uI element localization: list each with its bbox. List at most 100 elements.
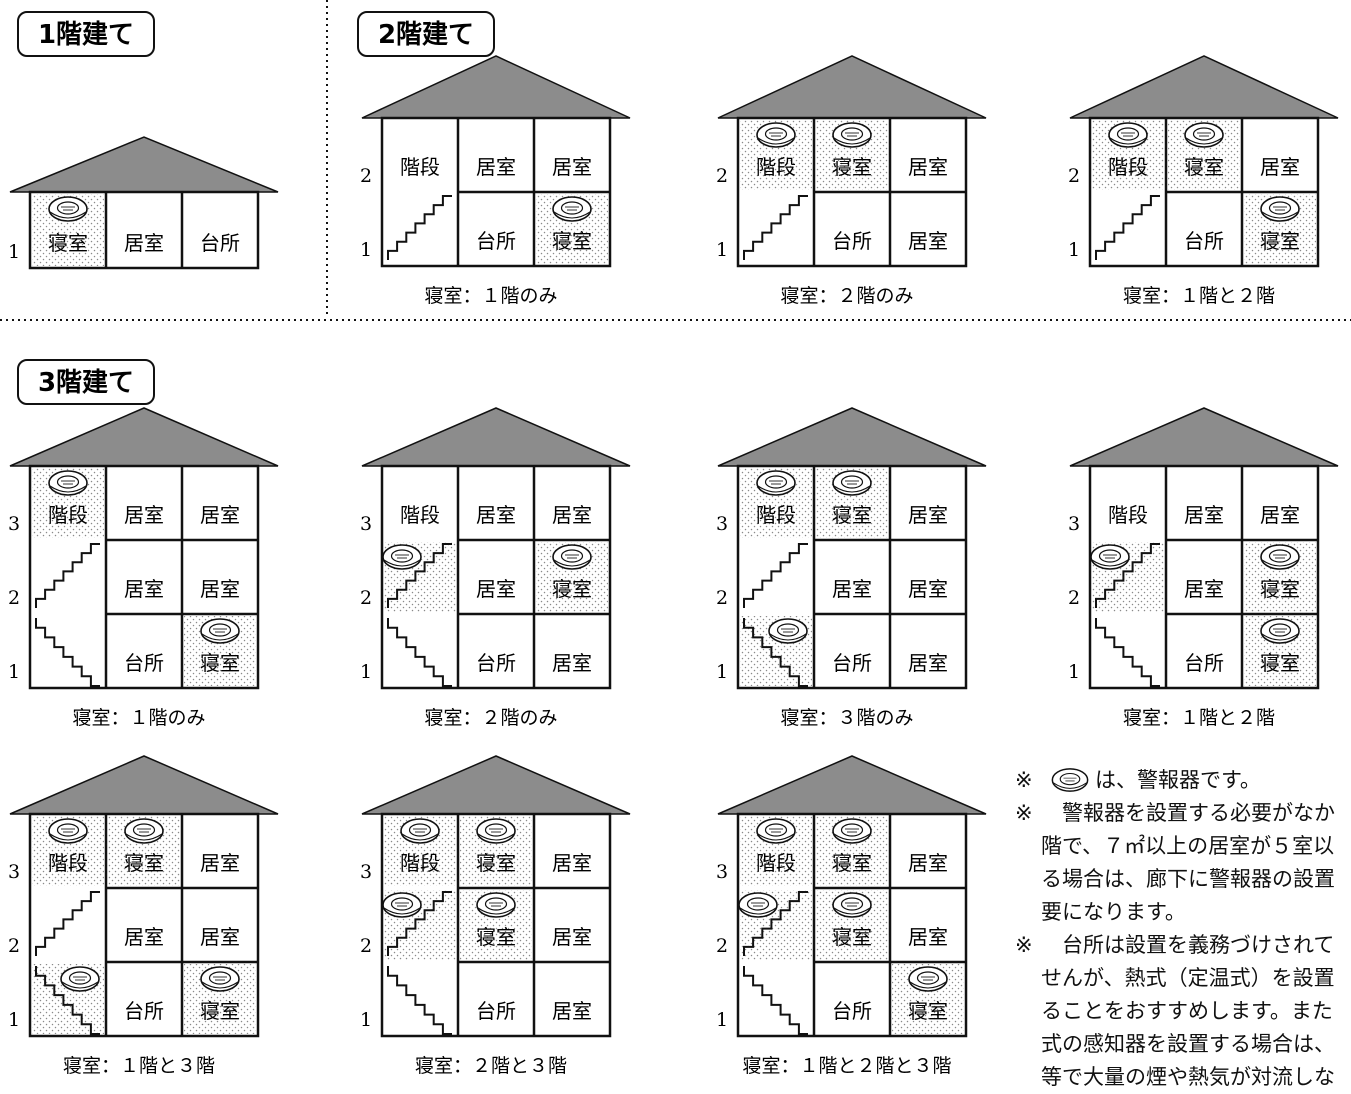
floor-number: 3 [716,861,728,883]
staircase-icon [387,543,452,608]
room-label-living: 居室 [124,503,164,527]
house-2f-c: 階段寝室居室台所寝室21寝室：１階と２階 [1068,55,1339,307]
room-label-kitchen: 台所 [1184,229,1224,253]
floor-number: 3 [1068,513,1080,535]
staircase-icon [387,966,452,1035]
note2-line2: 階で、７㎡以上の居室が５室以 [1041,834,1335,858]
smoke-alarm-icon [1108,122,1148,148]
room-label-bedroom: 寝室 [476,851,516,875]
caption: 寝室：１階のみ [72,707,205,729]
room-label-living: 居室 [908,851,948,875]
floor-number: 3 [360,861,372,883]
caption: 寝室：１階と２階と３階 [742,1055,951,1077]
smoke-alarm-icon [756,470,796,496]
room-label-stairs: 階段 [400,851,440,875]
smoke-alarm-icon [200,618,240,644]
smoke-alarm-icon [832,470,872,496]
smoke-alarm-icon [1090,544,1130,570]
room-label-stairs: 階段 [756,851,796,875]
room-label-bedroom: 寝室 [124,851,164,875]
staircase-icon [743,966,808,1035]
room-label-living: 居室 [476,155,516,179]
room-label-living: 居室 [908,503,948,527]
room-label-kitchen: 台所 [832,999,872,1023]
caption: 寝室：１階のみ [424,285,557,307]
section-label-one-story: 1階建て [17,11,155,57]
room-label-bedroom: 寝室 [552,229,592,253]
room-label-living: 居室 [908,577,948,601]
staircase-icon [387,891,452,956]
room-label-bedroom: 寝室 [200,999,240,1023]
house-3f-c: 階段寝室居室居室居室台所居室321寝室：３階のみ [716,407,987,729]
floor-number: 1 [360,1009,372,1031]
smoke-alarm-icon [200,966,240,992]
room-label-bedroom: 寝室 [832,851,872,875]
smoke-alarm-icon [908,966,948,992]
floor-number: 2 [1068,587,1080,609]
smoke-alarm-icon [756,122,796,148]
smoke-alarm-icon [48,196,88,222]
floor-number: 3 [8,513,20,535]
staircase-icon [35,966,100,1035]
floor-number: 2 [716,165,728,187]
floor-number: 2 [8,587,20,609]
staircase-icon [35,891,100,956]
room-label-bedroom: 寝室 [832,155,872,179]
caption: 寝室：２階のみ [424,707,557,729]
room-label-living: 居室 [552,651,592,675]
room-label-living: 居室 [908,925,948,949]
roof [361,55,631,119]
room-label-bedroom: 寝室 [908,999,948,1023]
room-label-bedroom: 寝室 [832,503,872,527]
room-label-living: 居室 [200,925,240,949]
room-label-bedroom: 寝室 [200,651,240,675]
floor-number: 2 [360,165,372,187]
smoke-alarm-icon [124,818,164,844]
room-label-living: 居室 [1260,503,1300,527]
caption: 寝室：２階のみ [780,285,913,307]
smoke-alarm-icon [48,470,88,496]
floor-number: 1 [716,1009,728,1031]
caption: 寝室：１階と２階 [1123,707,1275,729]
floor-number: 3 [716,513,728,535]
house-3f-e: 階段寝室居室居室居室台所寝室321寝室：１階と３階 [8,755,279,1077]
smoke-alarm-icon [1260,544,1300,570]
roof [1069,55,1339,119]
room-label-stairs: 階段 [756,503,796,527]
smoke-alarm-icon [768,618,808,644]
room-label-bedroom: 寝室 [1184,155,1224,179]
staircase-icon [1095,618,1160,687]
house-walls [380,812,612,1038]
smoke-alarm-icon [48,818,88,844]
room-label-living: 居室 [124,577,164,601]
note3-line4: 式の感知器を設置する場合は、 [1041,1032,1335,1056]
house-walls [380,464,612,690]
roof [361,755,631,815]
roof [9,755,279,815]
smoke-alarm-icon [1051,768,1089,792]
house-walls [28,190,260,270]
room-label-bedroom: 寝室 [832,925,872,949]
floor-number: 1 [8,1009,20,1031]
staircase-icon [35,543,100,608]
house-walls [736,464,968,690]
room-label-living: 居室 [1184,577,1224,601]
room-label-living: 居室 [552,925,592,949]
room-label-living: 居室 [476,577,516,601]
room-label-living: 居室 [552,155,592,179]
room-label-bedroom: 寝室 [476,925,516,949]
smoke-alarm-icon [552,544,592,570]
smoke-alarm-icon [832,892,872,918]
room-label-living: 居室 [552,503,592,527]
roof [717,407,987,467]
room-label-bedroom: 寝室 [1260,577,1300,601]
room-label-kitchen: 台所 [124,651,164,675]
staircase-icon [743,618,808,687]
note3-line3: ることをおすすめします。また [1041,999,1333,1023]
room-label-kitchen: 台所 [200,231,240,255]
smoke-alarm-icon [1184,122,1224,148]
floor-number: 3 [360,513,372,535]
floor-number: 1 [1068,239,1080,261]
svg-text:2階建て: 2階建て [378,20,474,50]
floor-number: 2 [716,935,728,957]
